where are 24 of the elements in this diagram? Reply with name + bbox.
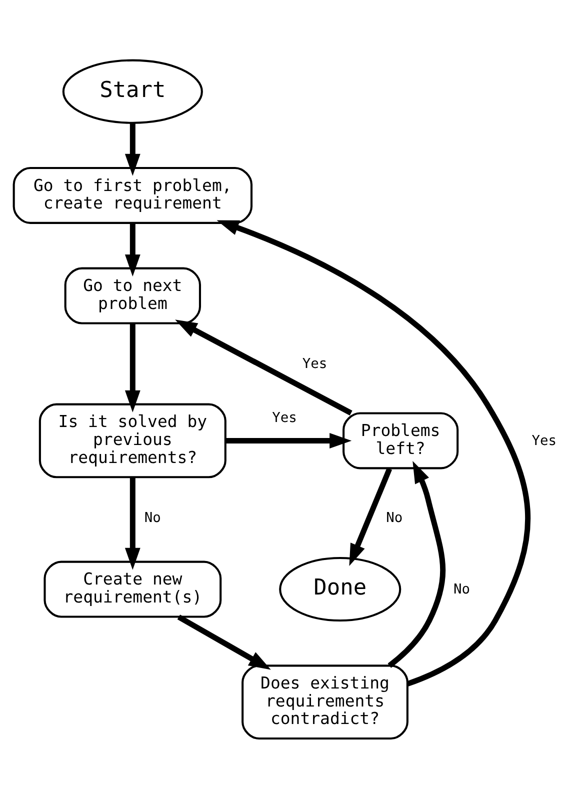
edge-label: Yes: [532, 432, 557, 449]
arrow: [124, 324, 140, 412]
node-box: Create new requirement(s): [44, 560, 222, 618]
arrow: [388, 460, 446, 668]
node-box: Problems left?: [342, 412, 459, 470]
node-ellipse: Done: [279, 556, 402, 622]
arrow: [177, 614, 271, 670]
edge-label: No: [453, 581, 470, 598]
arrow: [349, 468, 392, 566]
arrow: [216, 220, 530, 686]
node-box: Go to next problem: [64, 267, 201, 324]
node-box: Is it solved by previous requirements?: [38, 403, 226, 478]
node-box: Go to first problem, create requirement: [12, 166, 253, 224]
edge-label: Yes: [272, 410, 297, 426]
edge-label: No: [386, 510, 403, 526]
edge-label: Yes: [302, 356, 328, 372]
edge-label: No: [144, 510, 161, 526]
arrow: [226, 433, 352, 448]
arrow: [124, 223, 140, 277]
arrow: [175, 320, 352, 416]
arrow: [124, 122, 140, 176]
arrow: [124, 477, 140, 570]
node-box: Does existing requirements contradict?: [242, 664, 408, 740]
node-ellipse: Start: [62, 59, 203, 124]
